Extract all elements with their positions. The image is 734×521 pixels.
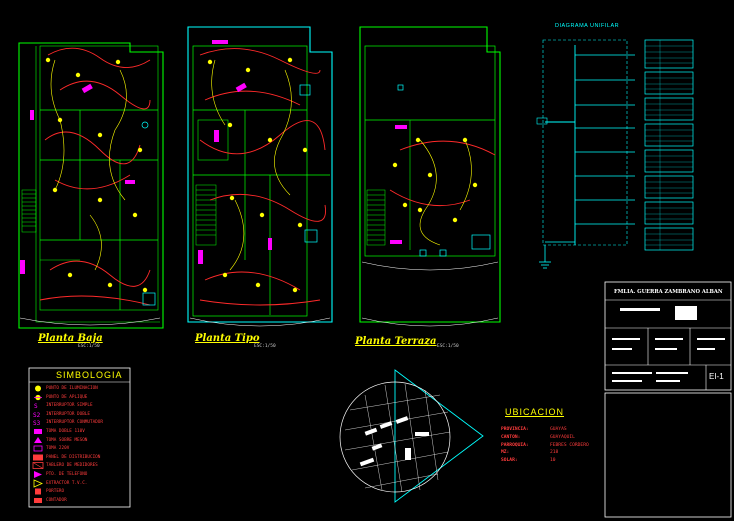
symbology-row: PANEL DE DISTRIBUCION xyxy=(31,453,129,462)
location-field-key: PARROQUIA: xyxy=(501,442,529,448)
symbology-label: TOMA DOBLE 110V xyxy=(46,429,85,434)
symbology-label: PUNTO DE ILUMINACION xyxy=(46,386,98,391)
extractor-icon xyxy=(33,478,43,488)
outlet-220-icon xyxy=(33,445,43,452)
symbology-row: S2 INTERRUPTOR DOBLE xyxy=(31,410,129,419)
svg-text:S3: S3 xyxy=(33,420,41,427)
plan-planta-baja xyxy=(18,42,164,329)
plan-scale-terraza: ESC:1/50 xyxy=(437,344,459,349)
switch-simple-icon: S xyxy=(34,403,38,410)
location-title: UBICACION xyxy=(505,407,565,417)
symbology-row: S INTERRUPTOR SIMPLE xyxy=(31,401,129,410)
location-field-value: FEBRES CORDERO xyxy=(550,442,589,448)
location-field-value: 10 xyxy=(550,458,556,464)
unifilar-title: DIAGRAMA UNIFILAR xyxy=(555,23,620,29)
symbology-label: TOMA 220V xyxy=(46,446,70,452)
location-field-value: GUAYAS xyxy=(550,427,567,432)
title-block-sheet-number: EI-1 xyxy=(709,372,724,381)
unifilar-diagram xyxy=(536,39,694,269)
symbology-label: TABLERO DE MEDIDORES xyxy=(46,463,98,469)
outlet-110-icon xyxy=(34,429,42,434)
symbology-label: PTO. DE TELEFONO xyxy=(46,472,88,477)
plan-planta-tipo xyxy=(187,26,333,327)
counter-outlet-icon xyxy=(34,436,42,443)
symbology-label: PANEL DE DISTRIBUCION xyxy=(46,454,101,460)
symbology-row: TABLERO DE MEDIDORES xyxy=(31,461,129,470)
location-map xyxy=(339,369,484,503)
symbology-label: PORTERO xyxy=(46,489,65,495)
symbology-label: CONTADOR xyxy=(46,497,67,503)
plan-title-baja: Planta Baja xyxy=(38,333,103,344)
location-field-key: MZ: xyxy=(501,450,510,456)
symbology-row: TOMA SOBRE MESON xyxy=(31,436,129,445)
location-field-key: SOLAR: xyxy=(501,458,518,464)
distribution-panel-icon xyxy=(33,454,43,461)
switch-double-icon: S2 xyxy=(33,412,41,419)
plan-scale-baja: ESC:1/50 xyxy=(78,344,100,349)
symbology-row: TOMA 220V xyxy=(31,444,129,453)
location-field-key: PROVINCIA: xyxy=(501,427,529,432)
symbology-row: EXTRACTOR T.V.C. xyxy=(31,478,129,488)
symbology-row: PUNTO DE APLIQUE xyxy=(31,393,129,402)
svg-text:S: S xyxy=(34,403,38,410)
meter-board-icon xyxy=(32,462,44,470)
symbology-row: PORTERO xyxy=(31,487,129,496)
switch-commutator-icon: S3 xyxy=(33,420,41,427)
plan-planta-terraza xyxy=(359,26,501,327)
intercom-icon xyxy=(35,488,41,495)
symbology-frame xyxy=(28,367,131,508)
plan-title-terraza: Planta Terraza xyxy=(355,336,437,347)
plan-title-tipo: Planta Tipo xyxy=(195,333,260,344)
symbology-label: INTERRUPTOR CONMUTADOR xyxy=(46,420,103,426)
location-field-value: 218 xyxy=(550,450,559,456)
symbology-label: INTERRUPTOR SIMPLE xyxy=(46,403,93,409)
symbology-title: SIMBOLOGIA xyxy=(56,370,123,380)
symbology-row: TOMA DOBLE 110V xyxy=(31,427,129,436)
title-block xyxy=(604,281,732,518)
light-point-icon xyxy=(35,385,41,392)
counter-icon xyxy=(34,497,42,503)
symbology-label: TOMA SOBRE MESON xyxy=(46,437,88,443)
symbology-label: EXTRACTOR T.V.C. xyxy=(46,480,88,486)
symbology-row: CONTADOR xyxy=(31,496,129,505)
phone-point-icon xyxy=(34,471,42,478)
symbology-label: PUNTO DE APLIQUE xyxy=(46,394,88,400)
symbology-label: INTERRUPTOR DOBLE xyxy=(46,411,90,417)
location-field-value: GUAYAQUIL xyxy=(550,434,575,440)
plan-scale-tipo: ESC:1/50 xyxy=(254,344,276,349)
location-field-key: CANTON: xyxy=(501,434,521,440)
symbology-row: S3 INTERRUPTOR CONMUTADOR xyxy=(31,418,129,427)
wall-light-icon xyxy=(34,394,42,400)
svg-text:S2: S2 xyxy=(33,412,41,419)
symbology-row: PUNTO DE ILUMINACION xyxy=(31,384,129,393)
symbology-row: PTO. DE TELEFONO xyxy=(31,470,129,479)
title-block-owner: FMLIA. GUERRA ZAMBRANO ALBAN xyxy=(614,289,723,295)
